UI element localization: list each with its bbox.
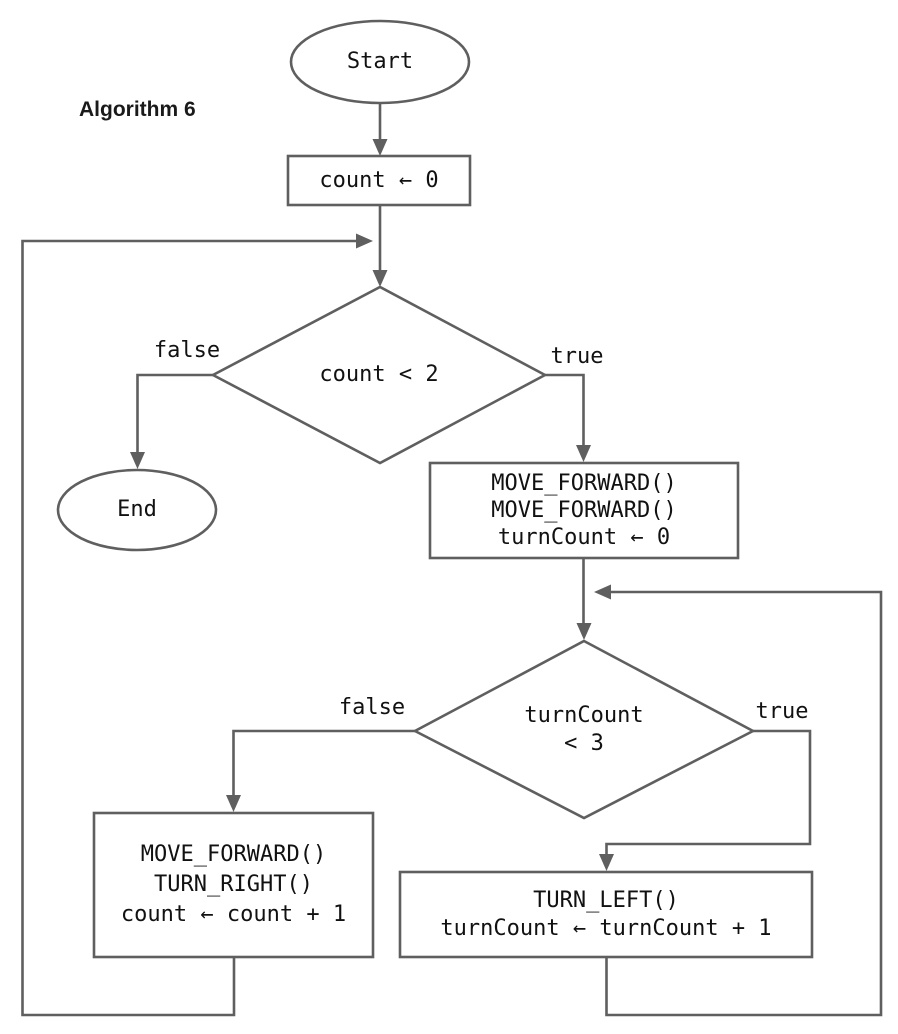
arrowhead-into-turn-block <box>599 854 614 871</box>
count-block-label: MOVE_FORWARD() TURN_RIGHT() count ← coun… <box>120 842 347 927</box>
init-node-label: count ← 0 <box>319 167 439 193</box>
arrowhead-into-count-block <box>226 795 241 812</box>
arrowhead-into-init <box>372 139 388 156</box>
cond2-diamond <box>412 639 756 820</box>
edge-cond1-true <box>545 373 585 454</box>
edge-cond2-false <box>232 729 415 805</box>
edge-cond2-true <box>605 729 812 864</box>
end-node-label: End <box>117 497 157 523</box>
count-block-box <box>92 811 375 959</box>
cond1-node-label: count < 2 <box>319 362 439 388</box>
cond2-node-label: turnCount < 3 <box>524 703 644 756</box>
edge-loop-outer <box>21 239 364 1017</box>
end-oval <box>56 468 218 552</box>
cond1-true-label: true <box>550 344 604 369</box>
move-block-box <box>428 461 740 560</box>
start-node-label: Start <box>346 49 414 75</box>
move-block-label: MOVE_FORWARD() MOVE_FORWARD() turnCount … <box>491 470 677 551</box>
diagram-title: Algorithm 6 <box>79 98 196 121</box>
cond2-true-label: true <box>755 699 809 724</box>
init-box <box>286 154 472 207</box>
arrowhead-loop-inner <box>594 584 611 600</box>
cond1-diamond <box>210 285 548 465</box>
edge-loop-inner <box>603 590 883 1017</box>
cond2-false-label: false <box>338 695 406 720</box>
turn-block-label: TURN_LEFT() turnCount ← turnCount + 1 <box>440 888 772 941</box>
edge-cond1-false <box>136 373 213 461</box>
arrowhead-into-cond1 <box>372 270 388 287</box>
start-oval <box>289 19 471 105</box>
arrowhead-into-cond2 <box>576 623 592 640</box>
arrowhead-into-end <box>130 452 145 469</box>
arrowhead-loop-outer <box>356 233 373 249</box>
turn-block-box <box>398 870 814 959</box>
cond1-false-label: false <box>153 338 221 363</box>
arrowhead-into-move-block <box>576 445 591 462</box>
